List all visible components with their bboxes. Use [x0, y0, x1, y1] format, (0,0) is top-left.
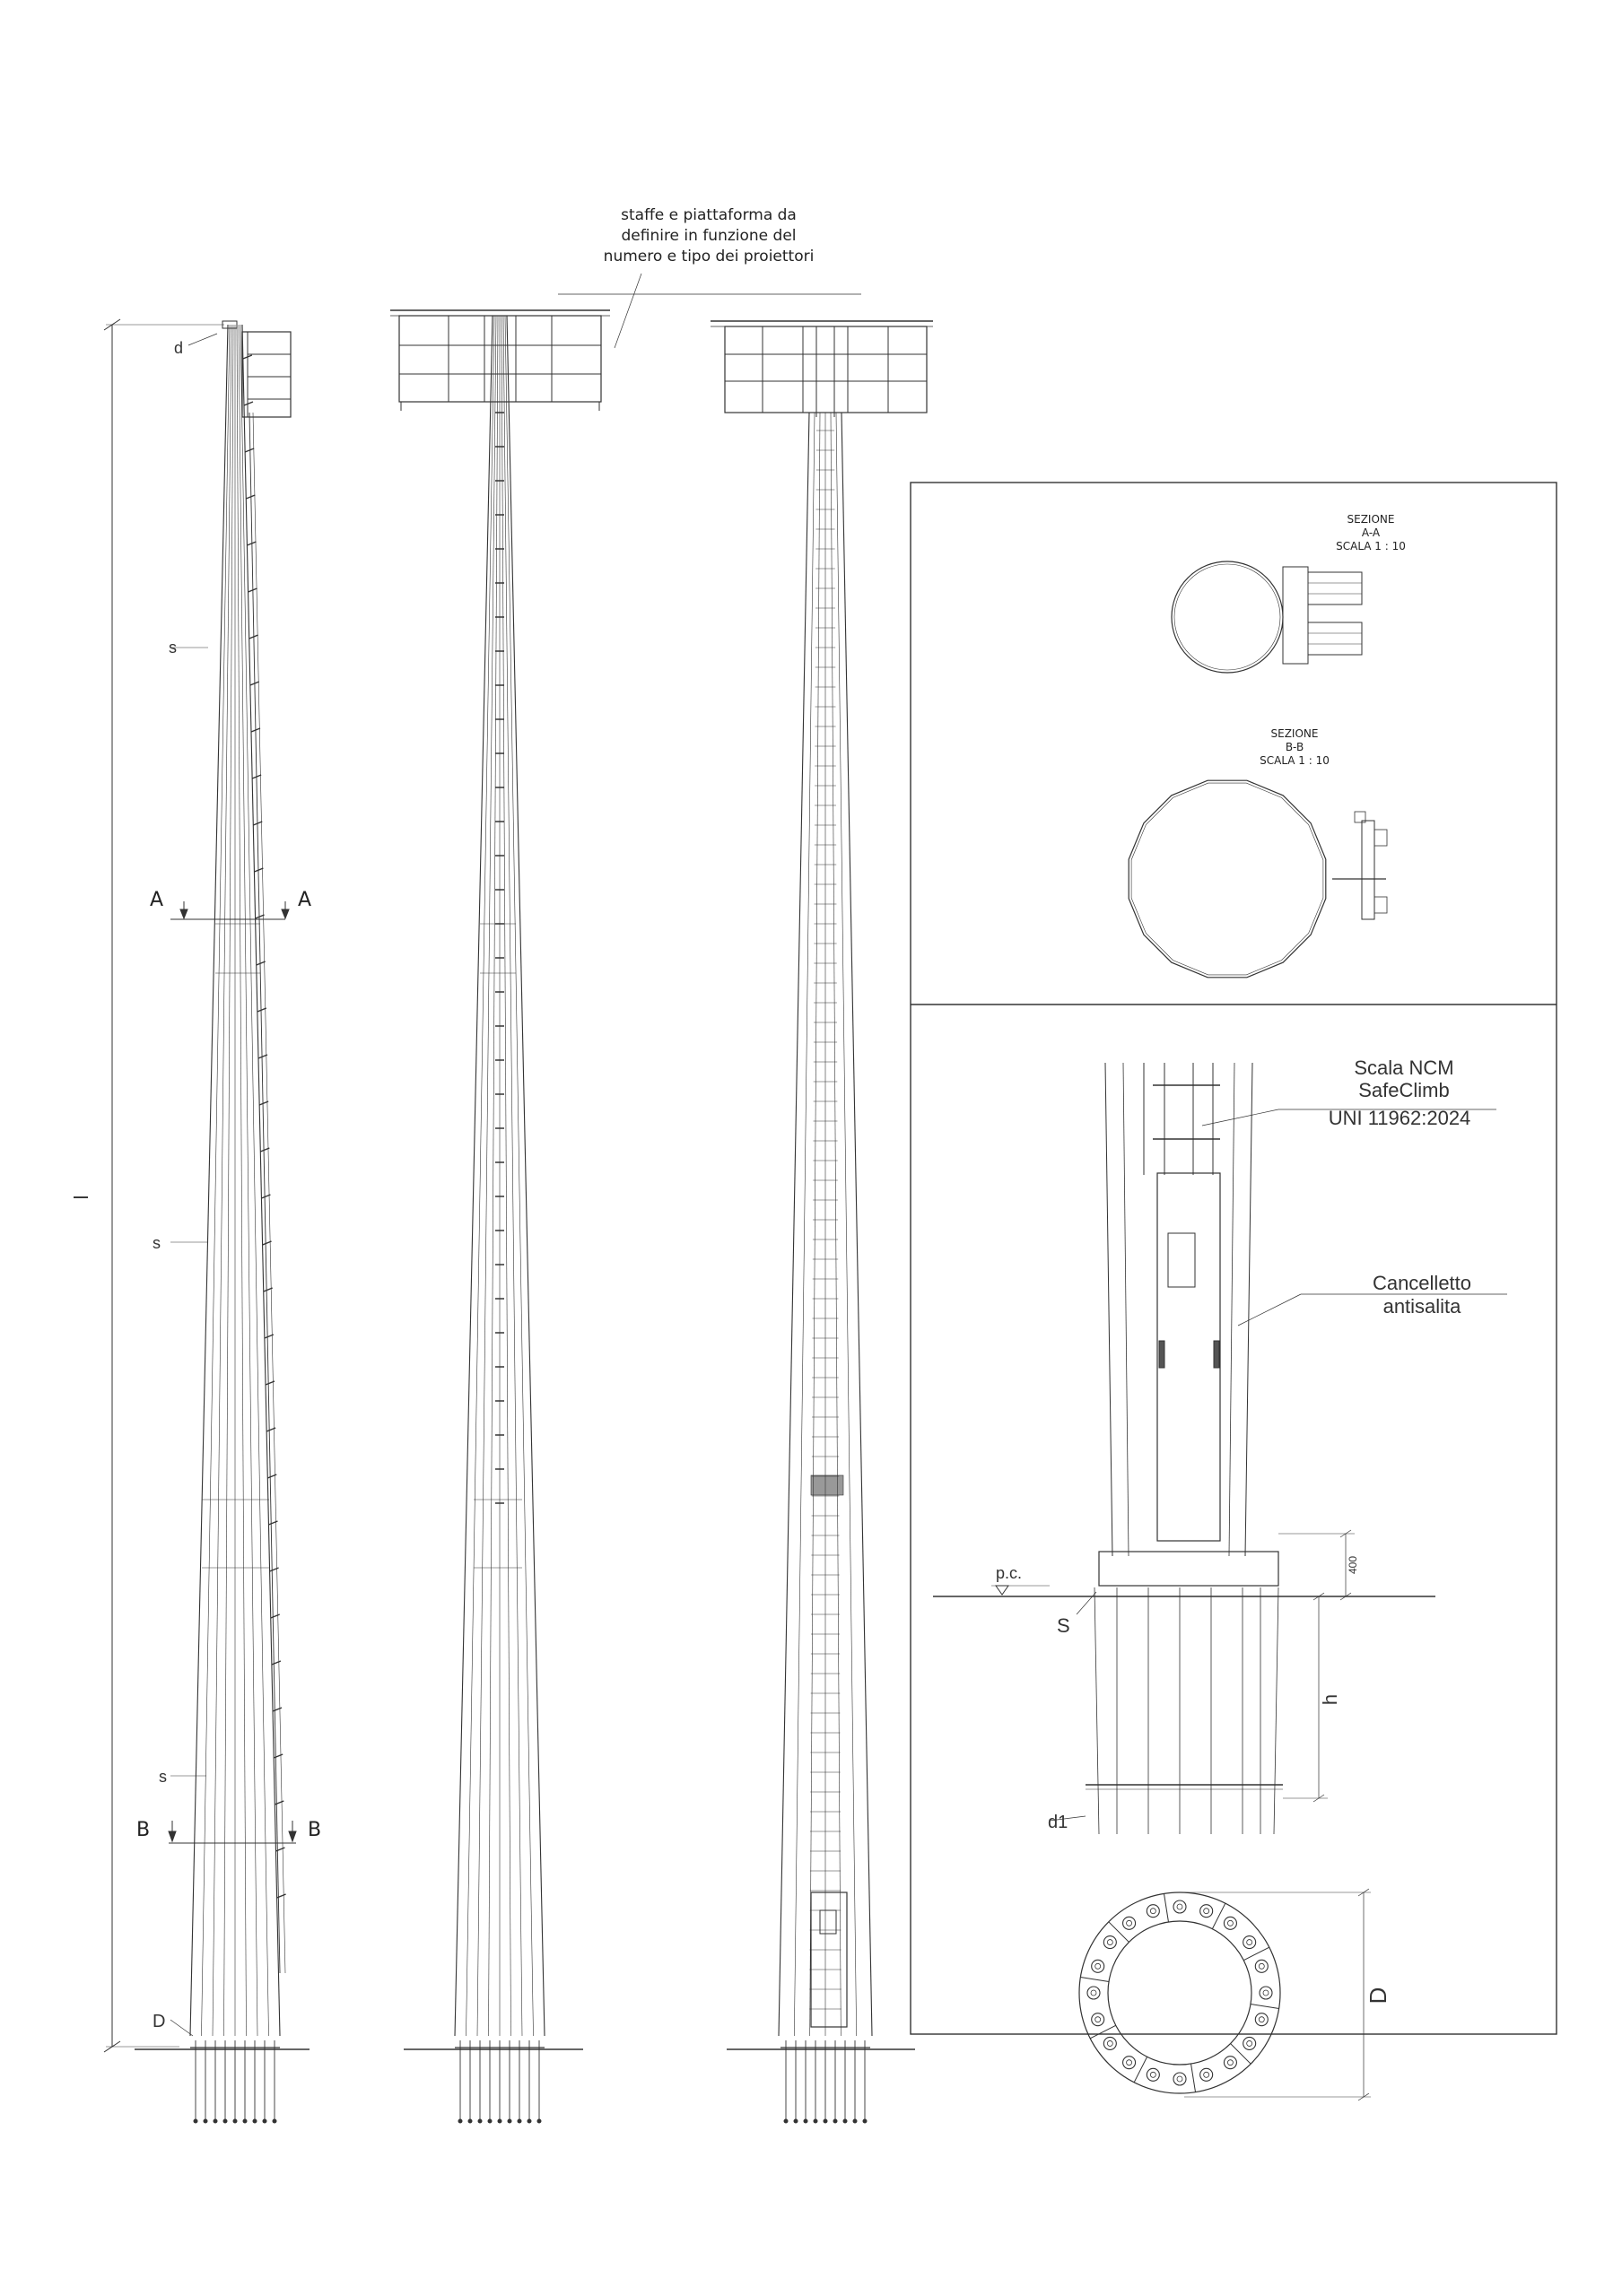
base-flange-plan — [1078, 1888, 1371, 2101]
section-bb-scale: SCALA 1 : 10 — [1260, 754, 1330, 767]
h-label: h — [1319, 1694, 1341, 1705]
dim-s2-label: s — [153, 1234, 161, 1252]
note-line-2: definire in funzione del — [621, 227, 796, 245]
ladder-label-2: SafeClimb — [1358, 1079, 1449, 1101]
section-bb-letter-left: B — [136, 1819, 150, 1841]
dim-400-label: 400 — [1347, 1556, 1359, 1574]
dim-D-base-label: D — [153, 2012, 165, 2031]
annotations: staffe e piattaforma da definire in funz… — [70, 206, 1471, 2031]
gate-label-1: Cancelletto — [1373, 1272, 1471, 1294]
section-a-a-drawing — [1171, 561, 1363, 674]
section-bb-name: B-B — [1286, 741, 1304, 753]
pole-elevation-side — [103, 318, 310, 2124]
section-frames — [910, 482, 1557, 2035]
dim-d-label: d — [174, 339, 183, 357]
S-label: S — [1057, 1614, 1070, 1637]
section-bb-title: SEZIONE — [1271, 727, 1319, 740]
d1-label: d1 — [1048, 1813, 1068, 1832]
section-aa-name: A-A — [1362, 526, 1381, 539]
gate-label-2: antisalita — [1383, 1295, 1462, 1318]
dim-l-label: l — [70, 1196, 92, 1200]
dim-s3-label: s — [159, 1768, 167, 1786]
pole-elevation-ladder — [711, 320, 933, 2124]
pc-label: p.c. — [996, 1564, 1022, 1582]
ladder-label-1: Scala NCM — [1354, 1057, 1453, 1079]
section-bb-letter-right: B — [308, 1819, 321, 1841]
ladder-label-3: UNI 11962:2024 — [1329, 1107, 1471, 1129]
dim-s1-label: s — [169, 639, 177, 657]
pole-elevation-front — [390, 273, 861, 2124]
section-aa-scale: SCALA 1 : 10 — [1336, 540, 1406, 552]
section-aa-title: SEZIONE — [1347, 513, 1395, 526]
base-detail-drawing — [933, 1062, 1507, 1835]
section-aa-letter-right: A — [298, 889, 311, 911]
note-line-1: staffe e piattaforma da — [621, 206, 797, 224]
note-line-3: numero e tipo dei proiettori — [604, 248, 815, 265]
section-b-b-drawing — [1128, 779, 1388, 978]
section-aa-letter-left: A — [150, 889, 163, 911]
D-label: D — [1365, 1987, 1391, 2005]
